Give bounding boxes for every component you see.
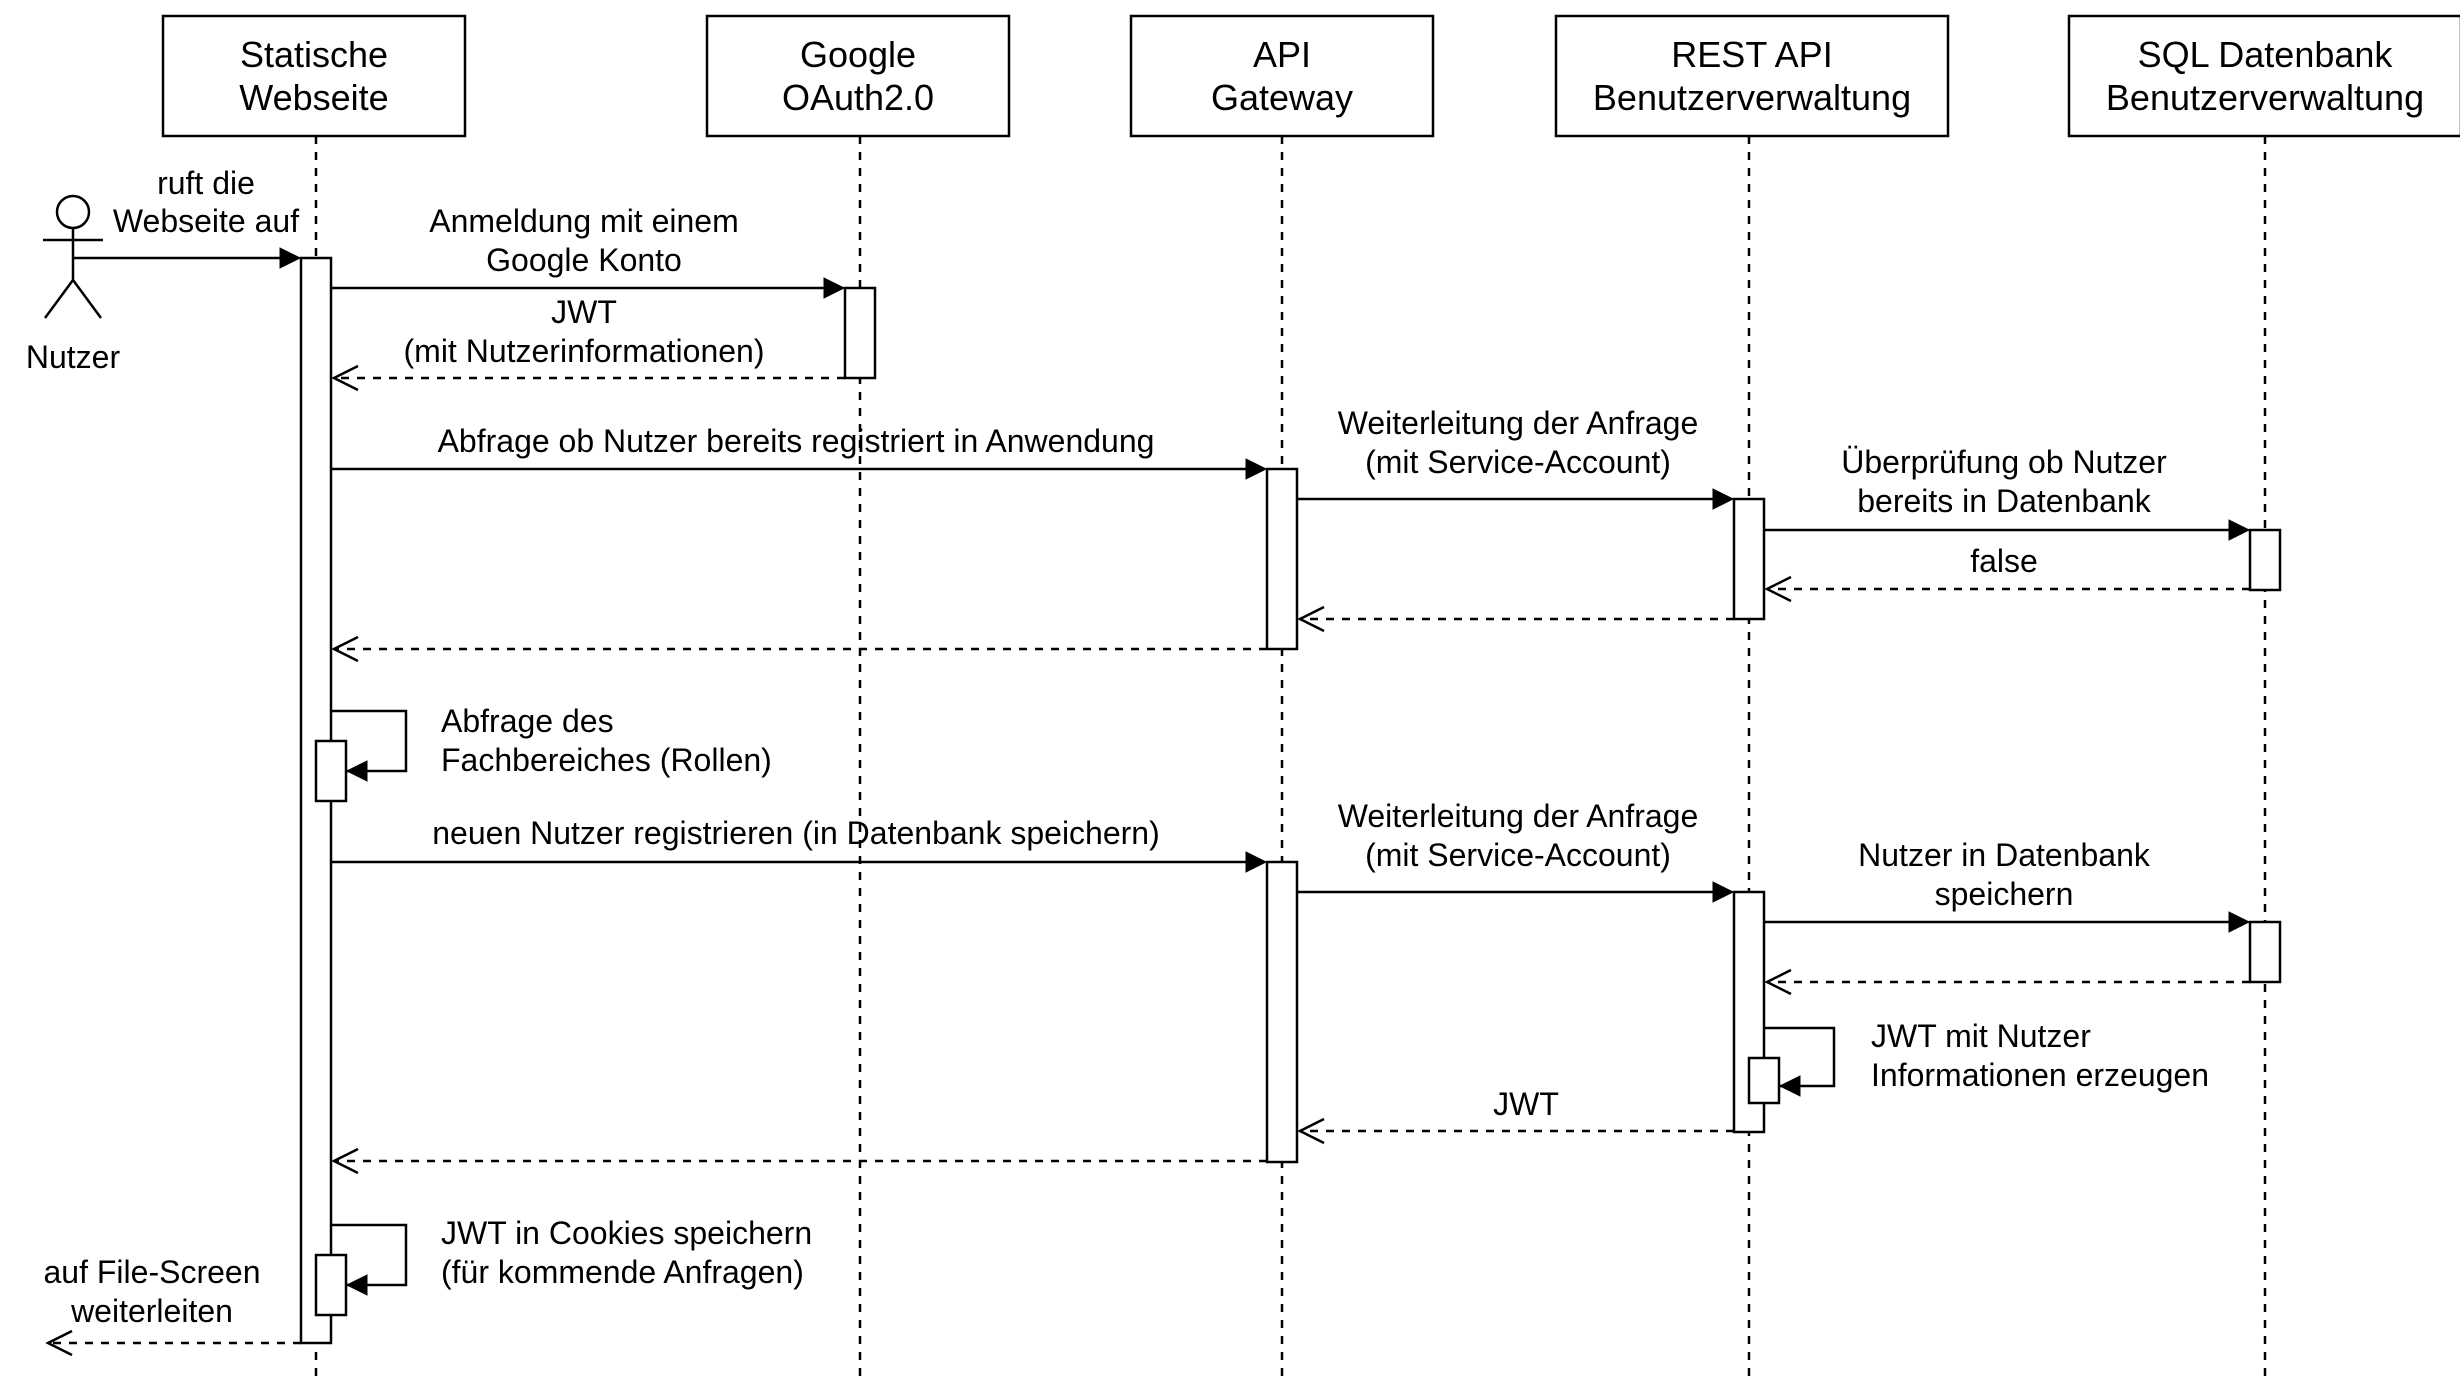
label-gen-jwt-1: JWT mit Nutzer [1871,1018,2091,1054]
actor-label: Nutzer [26,339,121,375]
label-save-user-1: Nutzer in Datenbank [1858,837,2151,873]
activation-gateway-1 [1265,467,1299,651]
label-save-user-2: speichern [1935,876,2074,912]
svg-text:Benutzerverwaltung: Benutzerverwaltung [1593,77,1911,118]
label-jwt: JWT [1493,1086,1559,1122]
label-forward-1-2: (mit Service-Account) [1365,444,1671,480]
participant-statische-webseite: Statische Webseite [161,14,467,138]
label-call-site-1: ruft die [157,165,255,201]
sync-arrowheads [279,247,2251,1296]
label-redirect-1: auf File-Screen [44,1254,261,1290]
self-arrow-gen-jwt [1764,1026,1836,1088]
svg-text:Benutzerverwaltung: Benutzerverwaltung [2106,77,2424,118]
activation-gateway-2 [1265,860,1299,1164]
activation-site-self-2 [314,1253,348,1317]
label-cookies-2: (für kommende Anfragen) [441,1254,804,1290]
participant-api-gateway: API Gateway [1129,14,1435,138]
participant-sql-datenbank: SQL Datenbank Benutzerverwaltung [2067,14,2460,138]
label-check-db-1: Überprüfung ob Nutzer [1841,444,2167,480]
activation-rest-1 [1732,497,1766,621]
label-google-login-2: Google Konto [486,242,682,278]
label-query-reg: Abfrage ob Nutzer bereits registriert in… [438,423,1155,459]
svg-text:SQL Datenbank: SQL Datenbank [2138,34,2394,75]
svg-text:Gateway: Gateway [1211,77,1353,118]
return-arrowheads [45,364,1792,1357]
activation-site-self-1 [314,739,348,803]
label-jwt-info-2: (mit Nutzerinformationen) [404,333,765,369]
self-arrow-cookies [331,1223,408,1287]
label-jwt-info-1: JWT [551,294,617,330]
label-check-db-2: bereits in Datenbank [1857,483,2152,519]
svg-text:Statische: Statische [240,34,388,75]
label-forward-2-2: (mit Service-Account) [1365,837,1671,873]
svg-text:Webseite: Webseite [239,77,388,118]
self-arrow-faculty [331,709,408,773]
activation-oauth [843,286,877,380]
activation-sql-1 [2248,528,2282,592]
participant-rest-api: REST API Benutzerverwaltung [1554,14,1950,138]
label-redirect-2: weiterleiten [70,1293,233,1329]
label-gen-jwt-2: Informationen erzeugen [1871,1057,2209,1093]
label-faculty-2: Fachbereiches (Rollen) [441,742,772,778]
label-google-login-1: Anmeldung mit einem [429,203,738,239]
sync-messages [73,256,2231,1287]
label-forward-2-1: Weiterleitung der Anfrage [1338,798,1699,834]
actor-nutzer-icon [43,194,103,319]
return-messages [50,376,2250,1345]
label-call-site-2: Webseite auf [113,203,299,239]
label-false: false [1970,543,2038,579]
activation-sql-2 [2248,920,2282,984]
svg-text:Google: Google [800,34,916,75]
svg-text:API: API [1253,34,1311,75]
label-forward-1-1: Weiterleitung der Anfrage [1338,405,1699,441]
message-labels: ruft die Webseite auf Anmeldung mit eine… [44,165,2209,1329]
svg-text:OAuth2.0: OAuth2.0 [782,77,934,118]
svg-text:REST API: REST API [1671,34,1832,75]
activations [299,256,2282,1345]
label-cookies-1: JWT in Cookies speichern [441,1215,812,1251]
activation-rest-self [1747,1056,1781,1105]
participant-google-oauth: Google OAuth2.0 [705,14,1011,138]
label-faculty-1: Abfrage des [441,703,614,739]
label-register: neuen Nutzer registrieren (in Datenbank … [432,815,1160,851]
